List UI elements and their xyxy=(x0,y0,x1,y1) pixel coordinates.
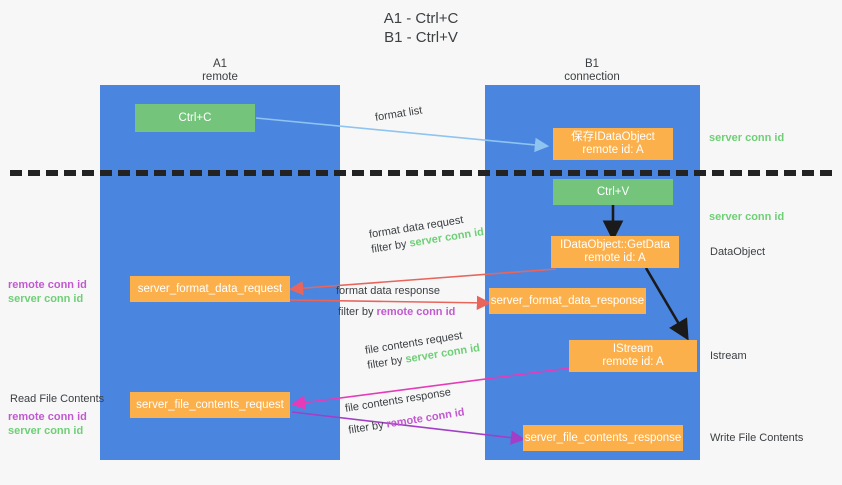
node-server-file-contents-request-label: server_file_contents_request xyxy=(136,398,284,411)
node-istream-line2: remote id: A xyxy=(602,356,664,368)
arrow-format-data-response xyxy=(289,295,492,311)
node-server-file-contents-request[interactable]: server_file_contents_request xyxy=(130,392,290,418)
lane-header-b1-name: B1 xyxy=(584,58,600,70)
divider-dashed-line xyxy=(10,170,832,176)
annotation-server-conn-id-left-1: server conn id xyxy=(8,293,84,305)
node-idataobject-getdata[interactable]: IDataObject::GetData remote id: A xyxy=(551,236,679,268)
filter-value-remote-conn-id-2: remote conn id xyxy=(385,406,466,431)
diagram-title: A1 - Ctrl+C B1 - Ctrl+V xyxy=(0,9,842,47)
lane-header-a1-sub: remote xyxy=(202,71,238,83)
node-server-format-data-request-label: server_format_data_request xyxy=(137,282,283,295)
node-getdata-line2: remote id: A xyxy=(584,252,646,264)
annotation-read-file-contents: Read File Contents xyxy=(10,393,105,405)
annotation-server-conn-id-left-2: server conn id xyxy=(8,425,84,437)
node-server-format-data-response[interactable]: server_format_data_response xyxy=(489,288,646,314)
arrow-format-list xyxy=(255,117,550,153)
annotation-server-conn-id-mid: server conn id xyxy=(709,211,785,223)
node-server-format-data-response-label: server_format_data_response xyxy=(490,294,645,307)
node-ctrl-v[interactable]: Ctrl+V xyxy=(553,179,673,205)
node-save-idataobject-line2: remote id: A xyxy=(582,144,644,156)
node-getdata-line1: IDataObject::GetData xyxy=(560,239,670,251)
annotation-conn-ids-left-upper: remote conn id server conn id xyxy=(8,278,87,306)
edge-label-format-data-response-text: format data response xyxy=(336,285,440,297)
lane-header-a1-name: A1 xyxy=(212,58,228,70)
annotation-write-file-contents: Write File Contents xyxy=(710,432,804,444)
edge-label-file-contents-response: file contents response filter by remote … xyxy=(344,386,465,439)
arrow-format-data-request xyxy=(288,268,557,296)
lane-header-b1: B1 connection xyxy=(502,58,682,84)
arrow-file-contents-request xyxy=(290,367,571,410)
edge-label-format-list: format list xyxy=(374,105,423,126)
node-ctrl-c-label: Ctrl+C xyxy=(178,111,212,124)
lane-header-b1-sub: connection xyxy=(564,71,620,83)
edge-label-format-data-response-filter: filter by remote conn id xyxy=(338,306,456,318)
annotation-dataobject: DataObject xyxy=(710,246,766,258)
edge-label-format-data-request: format data request filter by server con… xyxy=(368,214,485,258)
title-line-1: A1 - Ctrl+C xyxy=(383,10,459,27)
node-ctrl-c[interactable]: Ctrl+C xyxy=(135,104,255,132)
title-line-2: B1 - Ctrl+V xyxy=(384,29,458,46)
node-save-idataobject[interactable]: 保存IDataObject remote id: A xyxy=(553,128,673,160)
filter-value-remote-conn-id-1: remote conn id xyxy=(376,306,456,318)
node-server-file-contents-response[interactable]: server_file_contents_response xyxy=(523,425,683,451)
annotation-server-conn-id-top: server conn id xyxy=(709,132,785,144)
edge-label-file-contents-request: file contents request filter by server c… xyxy=(364,330,481,374)
arrow-getdata-to-istream xyxy=(644,267,689,341)
node-save-idataobject-line1: 保存IDataObject xyxy=(571,131,655,143)
annotation-istream: Istream xyxy=(710,350,747,362)
node-server-file-contents-response-label: server_file_contents_response xyxy=(524,431,682,444)
node-istream[interactable]: IStream remote id: A xyxy=(569,340,697,372)
edge-label-format-data-response: format data response filter by remote co… xyxy=(336,284,455,320)
node-ctrl-v-label: Ctrl+V xyxy=(596,185,630,198)
node-server-format-data-request[interactable]: server_format_data_request xyxy=(130,276,290,302)
node-istream-line1: IStream xyxy=(612,343,654,355)
annotation-remote-conn-id-1: remote conn id xyxy=(8,279,87,291)
annotation-conn-ids-left-lower: remote conn id server conn id xyxy=(8,410,87,438)
annotation-remote-conn-id-2: remote conn id xyxy=(8,411,87,423)
lane-header-a1: A1 remote xyxy=(130,58,310,84)
arrow-file-contents-response xyxy=(291,411,526,445)
